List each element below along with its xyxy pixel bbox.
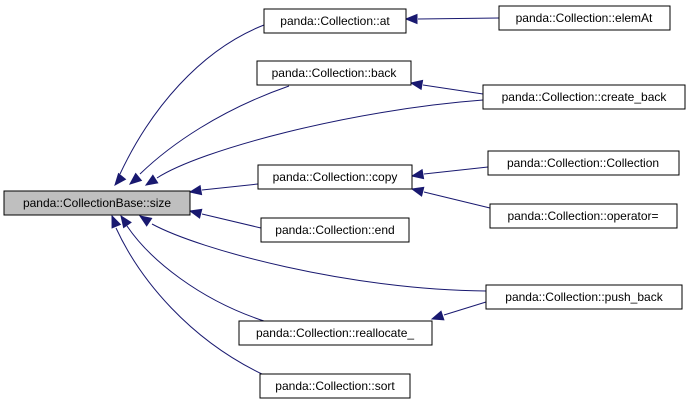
arrowhead-collection-to-copy (410, 168, 425, 180)
arrowhead-elemAt-to-at (404, 13, 418, 25)
edges-layer (111, 13, 500, 376)
node-label-copy: panda::Collection::copy (273, 170, 398, 184)
node-copy[interactable]: panda::Collection::copy (257, 164, 413, 190)
node-sort[interactable]: panda::Collection::sort (259, 373, 411, 399)
node-end[interactable]: panda::Collection::end (260, 217, 410, 243)
arrowhead-push_back-to-reallocate (430, 310, 445, 321)
node-label-at: panda::Collection::at (280, 14, 390, 28)
node-label-size: panda::CollectionBase::size (23, 196, 171, 210)
arrowhead-push_back-to-size (138, 215, 153, 227)
node-at[interactable]: panda::Collection::at (263, 8, 407, 34)
node-size[interactable]: panda::CollectionBase::size (3, 190, 191, 216)
edge-push_back-to-size (151, 223, 487, 292)
arrowhead-copy-to-size (188, 184, 203, 196)
node-label-elemAt: panda::Collection::elemAt (516, 11, 653, 25)
arrowhead-at-to-size (114, 172, 127, 187)
edge-create_back-to-back (422, 84, 484, 95)
node-label-operator_eq: panda::Collection::operator= (507, 209, 658, 223)
arrowhead-create_back-to-back (409, 79, 424, 91)
node-push_back[interactable]: panda::Collection::push_back (485, 284, 683, 310)
edge-copy-to-size (201, 183, 259, 191)
arrowhead-sort-to-size (111, 214, 122, 229)
edge-reallocate-to-size (126, 225, 265, 322)
node-label-push_back: panda::Collection::push_back (505, 290, 663, 304)
edge-end-to-size (201, 213, 262, 229)
node-label-collection: panda::Collection::Collection (507, 156, 659, 170)
node-label-sort: panda::Collection::sort (275, 379, 395, 393)
node-reallocate[interactable]: panda::Collection::reallocate_ (238, 320, 433, 346)
arrowhead-reallocate-to-size (120, 214, 132, 229)
edge-collection-to-copy (423, 166, 489, 175)
edge-create_back-to-size (156, 99, 484, 179)
node-collection[interactable]: panda::Collection::Collection (487, 150, 680, 176)
node-operator_eq[interactable]: panda::Collection::operator= (489, 203, 678, 229)
arrowhead-end-to-size (188, 208, 203, 219)
node-create_back[interactable]: panda::Collection::create_back (482, 84, 686, 110)
node-back[interactable]: panda::Collection::back (256, 60, 412, 86)
edge-operator_eq-to-copy (423, 191, 491, 209)
edge-sort-to-size (115, 227, 265, 376)
edge-elemAt-to-at (417, 17, 500, 20)
edge-push_back-to-reallocate (443, 301, 487, 316)
node-elemAt[interactable]: panda::Collection::elemAt (498, 5, 671, 31)
arrowhead-back-to-size (128, 172, 143, 185)
node-label-back: panda::Collection::back (272, 66, 398, 80)
node-label-end: panda::Collection::end (275, 223, 394, 237)
arrowhead-operator_eq-to-copy (410, 186, 425, 197)
node-label-create_back: panda::Collection::create_back (502, 90, 668, 104)
node-label-reallocate: panda::Collection::reallocate_ (256, 326, 414, 340)
arrowhead-create_back-to-size (144, 174, 159, 186)
edge-back-to-size (139, 85, 290, 175)
edge-at-to-size (119, 24, 265, 175)
